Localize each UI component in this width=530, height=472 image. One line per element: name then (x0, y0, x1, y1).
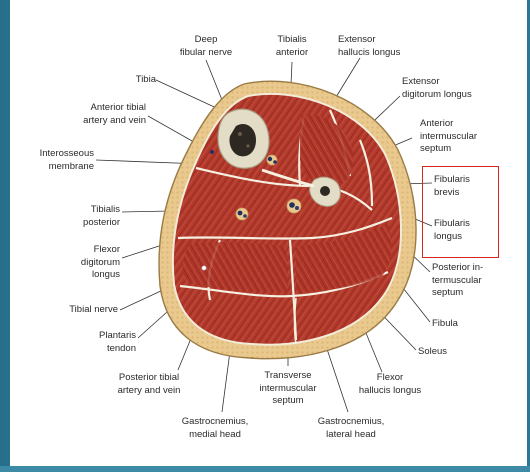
label-posterior-tibial-artery-vein: Posterior tibial artery and vein (104, 372, 194, 397)
label-interosseous-membrane: Interosseous membrane (34, 148, 94, 173)
label-flexor-hallucis-longus: Flexor hallucis longus (340, 372, 440, 397)
label-tibial-nerve: Tibial nerve (48, 304, 118, 317)
label-gastrocnemius-medial-head: Gastrocnemius, medial head (170, 416, 260, 441)
label-tibialis-posterior: Tibialis posterior (64, 204, 120, 229)
label-anterior-intermuscular-septum: Anterior intermuscular septum (420, 118, 512, 156)
label-gastrocnemius-lateral-head: Gastrocnemius, lateral head (306, 416, 396, 441)
label-tibialis-anterior: Tibialis anterior (262, 34, 322, 59)
label-extensor-hallucis-longus: Extensor hallucis longus (338, 34, 434, 59)
soleus-muscle (183, 242, 289, 292)
fibularis-highlight-box (422, 166, 499, 258)
label-deep-fibular-nerve: Deep fibular nerve (166, 34, 246, 59)
label-fibula: Fibula (432, 318, 482, 331)
label-flexor-digitorum-longus: Flexor digitorum longus (64, 244, 120, 282)
label-posterior-intermuscular-septum: Posterior in- termuscular septum (432, 262, 512, 300)
label-tibia: Tibia (100, 74, 156, 87)
label-transverse-intermuscular-septum: Transverse intermuscular septum (244, 370, 332, 408)
label-anterior-tibial-artery-vein: Anterior tibial artery and vein (58, 102, 146, 127)
label-plantaris-tendon: Plantaris tendon (80, 330, 136, 355)
label-extensor-digitorum-longus: Extensor digitorum longus (402, 76, 506, 101)
label-soleus: Soleus (418, 346, 468, 359)
